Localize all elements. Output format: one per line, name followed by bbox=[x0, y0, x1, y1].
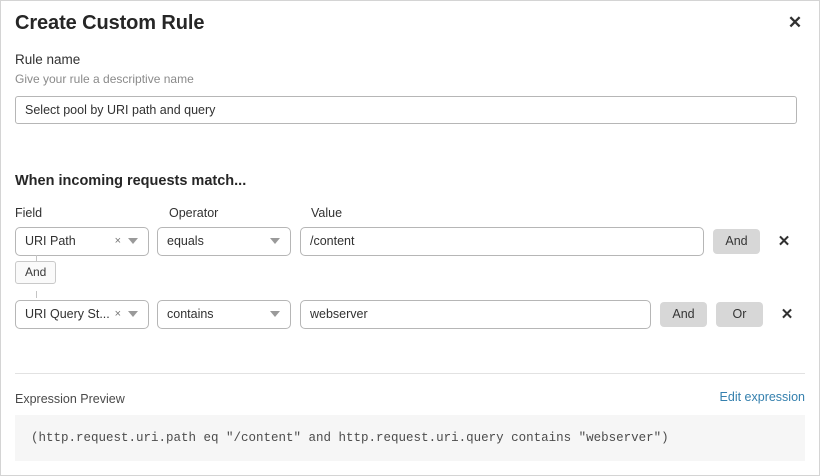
chevron-down-icon bbox=[128, 238, 138, 244]
clear-icon[interactable]: × bbox=[114, 307, 121, 320]
rule-name-label: Rule name bbox=[15, 52, 81, 67]
value-input-0[interactable] bbox=[300, 226, 704, 256]
column-header-value: Value bbox=[311, 206, 343, 220]
expression-preview-code-block: (http.request.uri.path eq "/content" and… bbox=[15, 415, 805, 461]
column-headers: Field Operator Value bbox=[15, 206, 805, 226]
chevron-down-icon bbox=[270, 238, 280, 244]
delete-condition-button-0[interactable]: ✕ bbox=[775, 232, 793, 250]
operator-select-value-0: equals bbox=[167, 234, 204, 248]
modal-header: Create Custom Rule ✕ bbox=[15, 9, 805, 43]
edit-expression-link[interactable]: Edit expression bbox=[719, 390, 805, 404]
field-select-0[interactable]: URI Path × bbox=[15, 226, 149, 256]
add-or-condition-button-1[interactable]: Or bbox=[716, 301, 763, 327]
operator-select-value-1: contains bbox=[167, 307, 214, 321]
table-row: URI Query St... × contains And Or ✕ bbox=[15, 299, 805, 329]
chevron-down-icon bbox=[128, 311, 138, 317]
connector-line-bottom bbox=[36, 291, 37, 298]
clear-icon[interactable]: × bbox=[114, 234, 121, 247]
add-and-condition-button-0[interactable]: And bbox=[713, 228, 760, 254]
expression-preview-title: Expression Preview bbox=[15, 392, 125, 406]
column-header-operator: Operator bbox=[169, 206, 219, 220]
rule-name-help-text: Give your rule a descriptive name bbox=[15, 72, 194, 86]
chevron-down-icon bbox=[270, 311, 280, 317]
delete-condition-button-1[interactable]: ✕ bbox=[778, 305, 796, 323]
field-select-value-0: URI Path bbox=[25, 234, 76, 248]
rule-name-input[interactable] bbox=[15, 96, 797, 124]
section-divider bbox=[15, 373, 805, 374]
connector-and-badge[interactable]: And bbox=[15, 261, 57, 284]
condition-connector: And bbox=[15, 255, 155, 298]
table-row: URI Path × equals And ✕ And bbox=[15, 226, 805, 298]
connector-line-top bbox=[36, 255, 37, 261]
condition-builder: Field Operator Value URI Path × equals A… bbox=[15, 206, 805, 329]
conditions-heading: When incoming requests match... bbox=[15, 173, 247, 189]
operator-select-0[interactable]: equals bbox=[157, 226, 291, 256]
expression-preview-header: Expression Preview Edit expression bbox=[15, 390, 805, 408]
value-input-1[interactable] bbox=[300, 299, 651, 329]
page-title: Create Custom Rule bbox=[15, 12, 205, 34]
field-select-1[interactable]: URI Query St... × bbox=[15, 299, 149, 329]
rule-name-section: Rule name Give your rule a descriptive n… bbox=[15, 51, 797, 124]
close-icon[interactable]: ✕ bbox=[785, 12, 805, 32]
operator-select-1[interactable]: contains bbox=[157, 299, 291, 329]
field-select-value-1: URI Query St... bbox=[25, 307, 110, 321]
column-header-field: Field bbox=[15, 206, 43, 220]
add-and-condition-button-1[interactable]: And bbox=[660, 301, 707, 327]
expression-preview-text: (http.request.uri.path eq "/content" and… bbox=[31, 431, 669, 445]
